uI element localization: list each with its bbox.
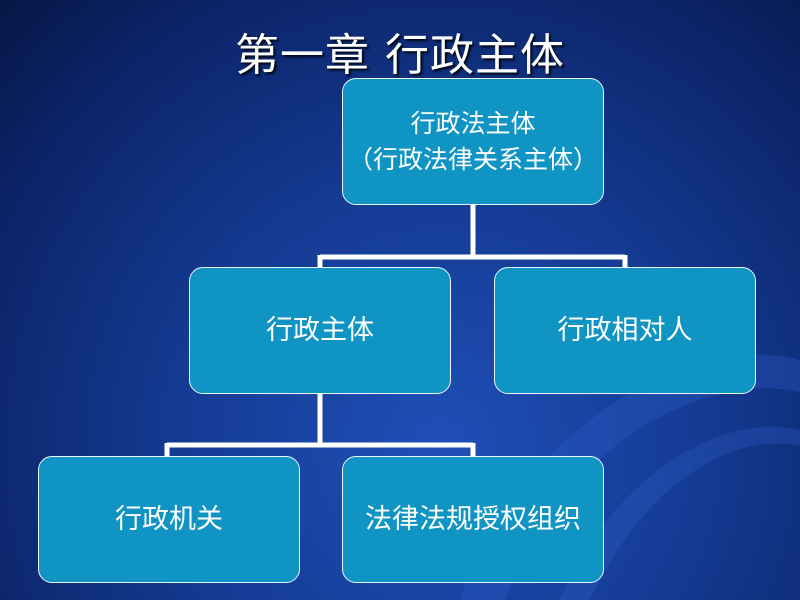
node-administrative-subject: 行政主体: [189, 267, 451, 394]
node-root-sublabel: （行政法律关系主体）: [347, 144, 598, 174]
node-authorized-label: 法律法规授权组织: [365, 503, 581, 535]
node-administrative-counterpart: 行政相对人: [494, 267, 756, 394]
node-organ-label: 行政机关: [115, 503, 223, 535]
node-counterpart-label: 行政相对人: [557, 314, 693, 346]
node-authorized-organization: 法律法规授权组织: [342, 456, 604, 583]
node-administrative-organ: 行政机关: [38, 456, 300, 583]
node-root-label: 行政法主体: [410, 108, 536, 138]
node-subject-label: 行政主体: [266, 314, 374, 346]
slide-title: 第一章 行政主体: [235, 30, 565, 81]
node-administrative-law-subject: 行政法主体 （行政法律关系主体）: [342, 78, 604, 205]
